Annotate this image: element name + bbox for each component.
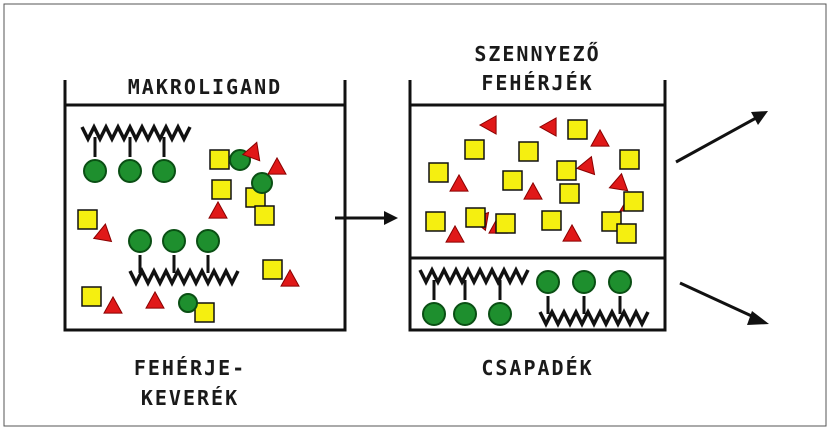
polymer-chain <box>538 308 650 328</box>
yellow-square-protein <box>559 183 580 204</box>
mixture-label-line2: KEVERÉK <box>140 386 240 410</box>
yellow-square-protein <box>464 139 485 160</box>
ligand-bead <box>608 270 632 294</box>
supernatant-output-arrow <box>675 111 768 164</box>
yellow-square-protein <box>556 160 577 181</box>
ligand-bead <box>118 159 142 183</box>
polymer-chain <box>128 267 240 287</box>
polymer-chain <box>418 266 530 286</box>
contaminants-label-line2: FEHÉRJÉK <box>481 71 594 95</box>
polymer-chain <box>80 123 192 143</box>
yellow-square-protein <box>465 207 486 228</box>
yellow-square-protein <box>211 179 232 200</box>
red-triangle-protein <box>590 128 610 147</box>
ligand-bead <box>536 270 560 294</box>
contaminants-label-line1: SZENNYEZŐ <box>474 42 601 66</box>
yellow-square-protein <box>81 286 102 307</box>
yellow-square-protein <box>495 213 516 234</box>
red-triangle-protein <box>280 268 300 287</box>
yellow-square-protein <box>254 205 275 226</box>
mixture-beaker-outline <box>63 80 347 332</box>
yellow-square-protein <box>616 223 637 244</box>
precipitate-label: CSAPADÉK <box>481 356 594 380</box>
process-arrow <box>335 211 398 225</box>
ligand-bead <box>196 229 220 253</box>
red-triangle-protein <box>449 173 469 192</box>
ligand-bead <box>83 159 107 183</box>
precipitate-output-arrow <box>679 281 769 325</box>
yellow-square-protein <box>541 210 562 231</box>
ligand-bead <box>152 159 176 183</box>
red-triangle-protein <box>208 200 228 219</box>
yellow-square-protein <box>623 191 644 212</box>
yellow-square-protein <box>502 170 523 191</box>
red-triangle-protein <box>267 156 287 175</box>
mixture-label-line1: FEHÉRJE- <box>133 356 247 380</box>
red-triangle-protein <box>145 290 165 309</box>
red-triangle-protein <box>538 117 557 137</box>
red-triangle-protein <box>478 115 497 135</box>
red-triangle-protein <box>562 223 582 242</box>
molecules-layer <box>77 115 650 328</box>
yellow-square-protein <box>518 141 539 162</box>
ligand-bead <box>572 270 596 294</box>
separation-beaker <box>408 80 667 332</box>
yellow-square-protein <box>194 302 215 323</box>
separation-beaker-outline <box>408 80 667 332</box>
yellow-square-protein <box>425 211 446 232</box>
red-triangle-protein <box>523 181 543 200</box>
red-triangle-protein <box>576 155 596 176</box>
yellow-square-protein <box>77 209 98 230</box>
yellow-square-protein <box>567 119 588 140</box>
outer-frame <box>3 3 827 427</box>
ligand-bead <box>488 302 512 326</box>
red-triangle-protein <box>103 295 123 314</box>
ligand-bead <box>453 302 477 326</box>
red-triangle-protein <box>608 172 629 192</box>
yellow-square-protein <box>619 149 640 170</box>
ligand-bead <box>251 172 273 194</box>
ligand-bead <box>162 229 186 253</box>
macroligand-label: MAKROLIGAND <box>127 75 283 99</box>
yellow-square-protein <box>428 162 449 183</box>
ligand-bead <box>422 302 446 326</box>
ligand-bead <box>178 293 198 313</box>
yellow-square-protein <box>262 259 283 280</box>
red-triangle-protein <box>445 224 465 243</box>
mixture-beaker <box>63 80 347 332</box>
yellow-square-protein <box>209 149 230 170</box>
red-triangle-protein <box>92 223 113 243</box>
red-triangle-protein <box>241 141 261 162</box>
ligand-bead <box>128 229 152 253</box>
